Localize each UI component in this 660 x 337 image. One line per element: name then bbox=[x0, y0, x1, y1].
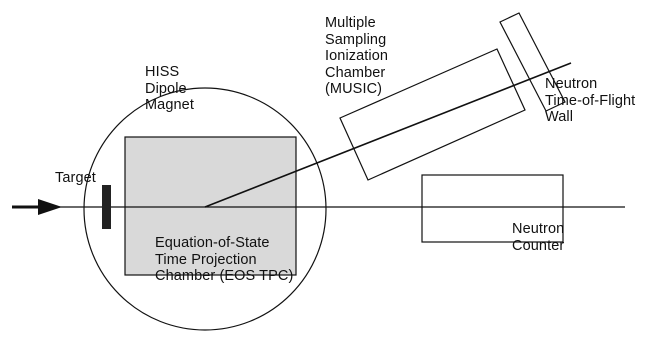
neutron-counter-label: Neutron Counter bbox=[512, 221, 565, 254]
magnet-circle bbox=[83, 87, 327, 331]
music-label: Multiple Sampling Ionization Chamber (MU… bbox=[325, 15, 389, 97]
particle-track bbox=[204, 62, 572, 208]
tof-wall-box bbox=[499, 12, 566, 112]
tpc-box bbox=[124, 136, 297, 276]
magnet-label: HISS Dipole Magnet bbox=[145, 64, 194, 113]
tof-wall-label: Neutron Time-of-Flight Wall bbox=[545, 76, 636, 125]
tpc-label: Equation-of-State Time Projection Chambe… bbox=[155, 235, 294, 284]
target-block bbox=[102, 185, 111, 229]
music-chamber-box bbox=[339, 48, 526, 181]
neutron-counter-box bbox=[421, 174, 564, 243]
target-label: Target bbox=[55, 170, 96, 186]
beam-arrow-head bbox=[38, 199, 62, 215]
